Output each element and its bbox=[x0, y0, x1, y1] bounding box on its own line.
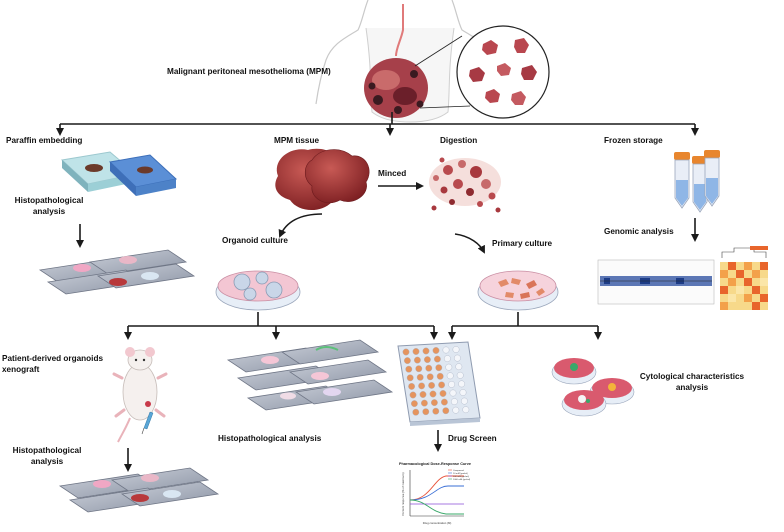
primary-culture-dish-illustration bbox=[477, 270, 559, 311]
plate-well bbox=[452, 346, 460, 353]
plate-well bbox=[440, 398, 448, 406]
plate-well bbox=[436, 372, 444, 380]
plate-well bbox=[445, 363, 453, 371]
plate-well bbox=[432, 407, 440, 415]
plate-well bbox=[412, 408, 420, 416]
chart-x-label: Drug concentration (M) bbox=[423, 521, 452, 525]
plate-well bbox=[462, 406, 470, 414]
curve-blue bbox=[409, 485, 464, 501]
plate-well bbox=[422, 347, 430, 355]
plate-well bbox=[433, 355, 441, 363]
plate-well bbox=[458, 380, 465, 388]
plate-well bbox=[429, 390, 437, 398]
plate-well bbox=[415, 365, 423, 373]
label-mpm-tissue: MPM tissue bbox=[274, 136, 320, 145]
histology-slides-top bbox=[38, 249, 196, 295]
tumor-nodules-magnified bbox=[456, 25, 550, 119]
genomic-analysis-plot bbox=[597, 246, 768, 310]
legend-4: 1000 mM (gm/ml) bbox=[453, 479, 470, 481]
plate-well bbox=[426, 373, 434, 381]
label-organoid-culture: Organoid culture bbox=[222, 236, 288, 245]
curve-green bbox=[409, 499, 464, 515]
cytology-dishes-illustration bbox=[551, 358, 635, 417]
plate-well bbox=[450, 398, 458, 405]
label-pdox: Patient-derived organoids xenograft bbox=[2, 354, 103, 374]
plate-well bbox=[406, 374, 414, 382]
arrow-to-primary bbox=[454, 233, 485, 254]
plate-well bbox=[453, 354, 461, 362]
plate-well bbox=[402, 348, 410, 356]
label-paraffin-embedding: Paraffin embedding bbox=[6, 136, 83, 145]
plate-well bbox=[439, 390, 447, 397]
paraffin-blocks-illustration bbox=[60, 151, 178, 196]
plate-well bbox=[452, 406, 460, 414]
plate-well bbox=[443, 355, 451, 362]
plate-well bbox=[412, 348, 420, 355]
middle-branch-arrows bbox=[124, 312, 602, 340]
plate-well bbox=[449, 389, 457, 397]
label-digestion: Digestion bbox=[440, 136, 478, 145]
legend-2: 10 mM (gm/ml) bbox=[453, 473, 468, 475]
plate-well bbox=[456, 371, 464, 379]
plate-well bbox=[425, 364, 433, 372]
plate-well bbox=[423, 356, 431, 363]
plate-well bbox=[428, 381, 435, 389]
human-torso-illustration bbox=[315, 0, 503, 123]
plate-well bbox=[446, 372, 454, 380]
chart-title: Pharmacological Dose-Response Curve bbox=[399, 462, 471, 466]
plate-well bbox=[460, 397, 468, 405]
plate-well bbox=[455, 363, 463, 371]
legend-3: 100 mM (gm/ml) bbox=[453, 476, 469, 478]
chart-y-label: Percent response (% of maximum) bbox=[401, 472, 405, 515]
plate-well bbox=[438, 381, 445, 389]
plate-well bbox=[448, 380, 455, 388]
plate-well bbox=[403, 357, 411, 364]
label-cytology: Cytological characteristics analysis bbox=[639, 372, 745, 392]
label-primary-culture: Primary culture bbox=[492, 239, 553, 248]
plate-well bbox=[416, 373, 424, 381]
mpm-tissue-illustration bbox=[275, 148, 370, 211]
label-genomic-analysis: Genomic analysis bbox=[604, 227, 674, 236]
genomic-heatmap bbox=[720, 246, 768, 310]
frozen-tubes-illustration bbox=[674, 150, 720, 213]
plate-well bbox=[435, 364, 443, 372]
plate-well bbox=[410, 400, 418, 407]
label-histo-bottom: Histopathological analysis bbox=[12, 446, 82, 466]
label-frozen-storage: Frozen storage bbox=[604, 136, 663, 145]
plate-well bbox=[413, 356, 421, 364]
plate-well bbox=[459, 389, 467, 396]
plate-well bbox=[430, 399, 438, 406]
top-branch-arrows bbox=[56, 112, 699, 136]
plate-well bbox=[418, 382, 425, 390]
digested-cells-illustration bbox=[429, 157, 501, 213]
organoid-dish-illustration bbox=[215, 270, 301, 311]
dose-response-chart: Pharmacological Dose-Response Curve Perc… bbox=[399, 462, 471, 525]
histology-slides-middle bbox=[226, 339, 394, 411]
plate-well bbox=[432, 347, 440, 354]
label-histo-top: Histopathological analysis bbox=[14, 196, 84, 216]
plate-well bbox=[420, 399, 428, 407]
plate-well bbox=[422, 408, 430, 416]
histology-slides-bottom bbox=[58, 467, 220, 513]
diagram-title: Malignant peritoneal mesothelioma (MPM) bbox=[167, 67, 331, 76]
plate-well bbox=[408, 382, 415, 390]
plate-well bbox=[405, 365, 413, 373]
plate-well bbox=[409, 391, 417, 399]
legend-1: Compound bbox=[453, 470, 464, 472]
well-plate-illustration bbox=[397, 341, 481, 426]
plate-well bbox=[419, 391, 427, 398]
label-minced: Minced bbox=[378, 169, 407, 178]
label-drug-screen: Drug Screen bbox=[448, 434, 497, 443]
label-histo-middle: Histopathological analysis bbox=[218, 434, 322, 443]
plate-well bbox=[442, 346, 450, 354]
plate-well bbox=[442, 407, 450, 415]
mouse-xenograft-illustration bbox=[112, 347, 168, 443]
arrow-to-organoid bbox=[278, 213, 323, 238]
